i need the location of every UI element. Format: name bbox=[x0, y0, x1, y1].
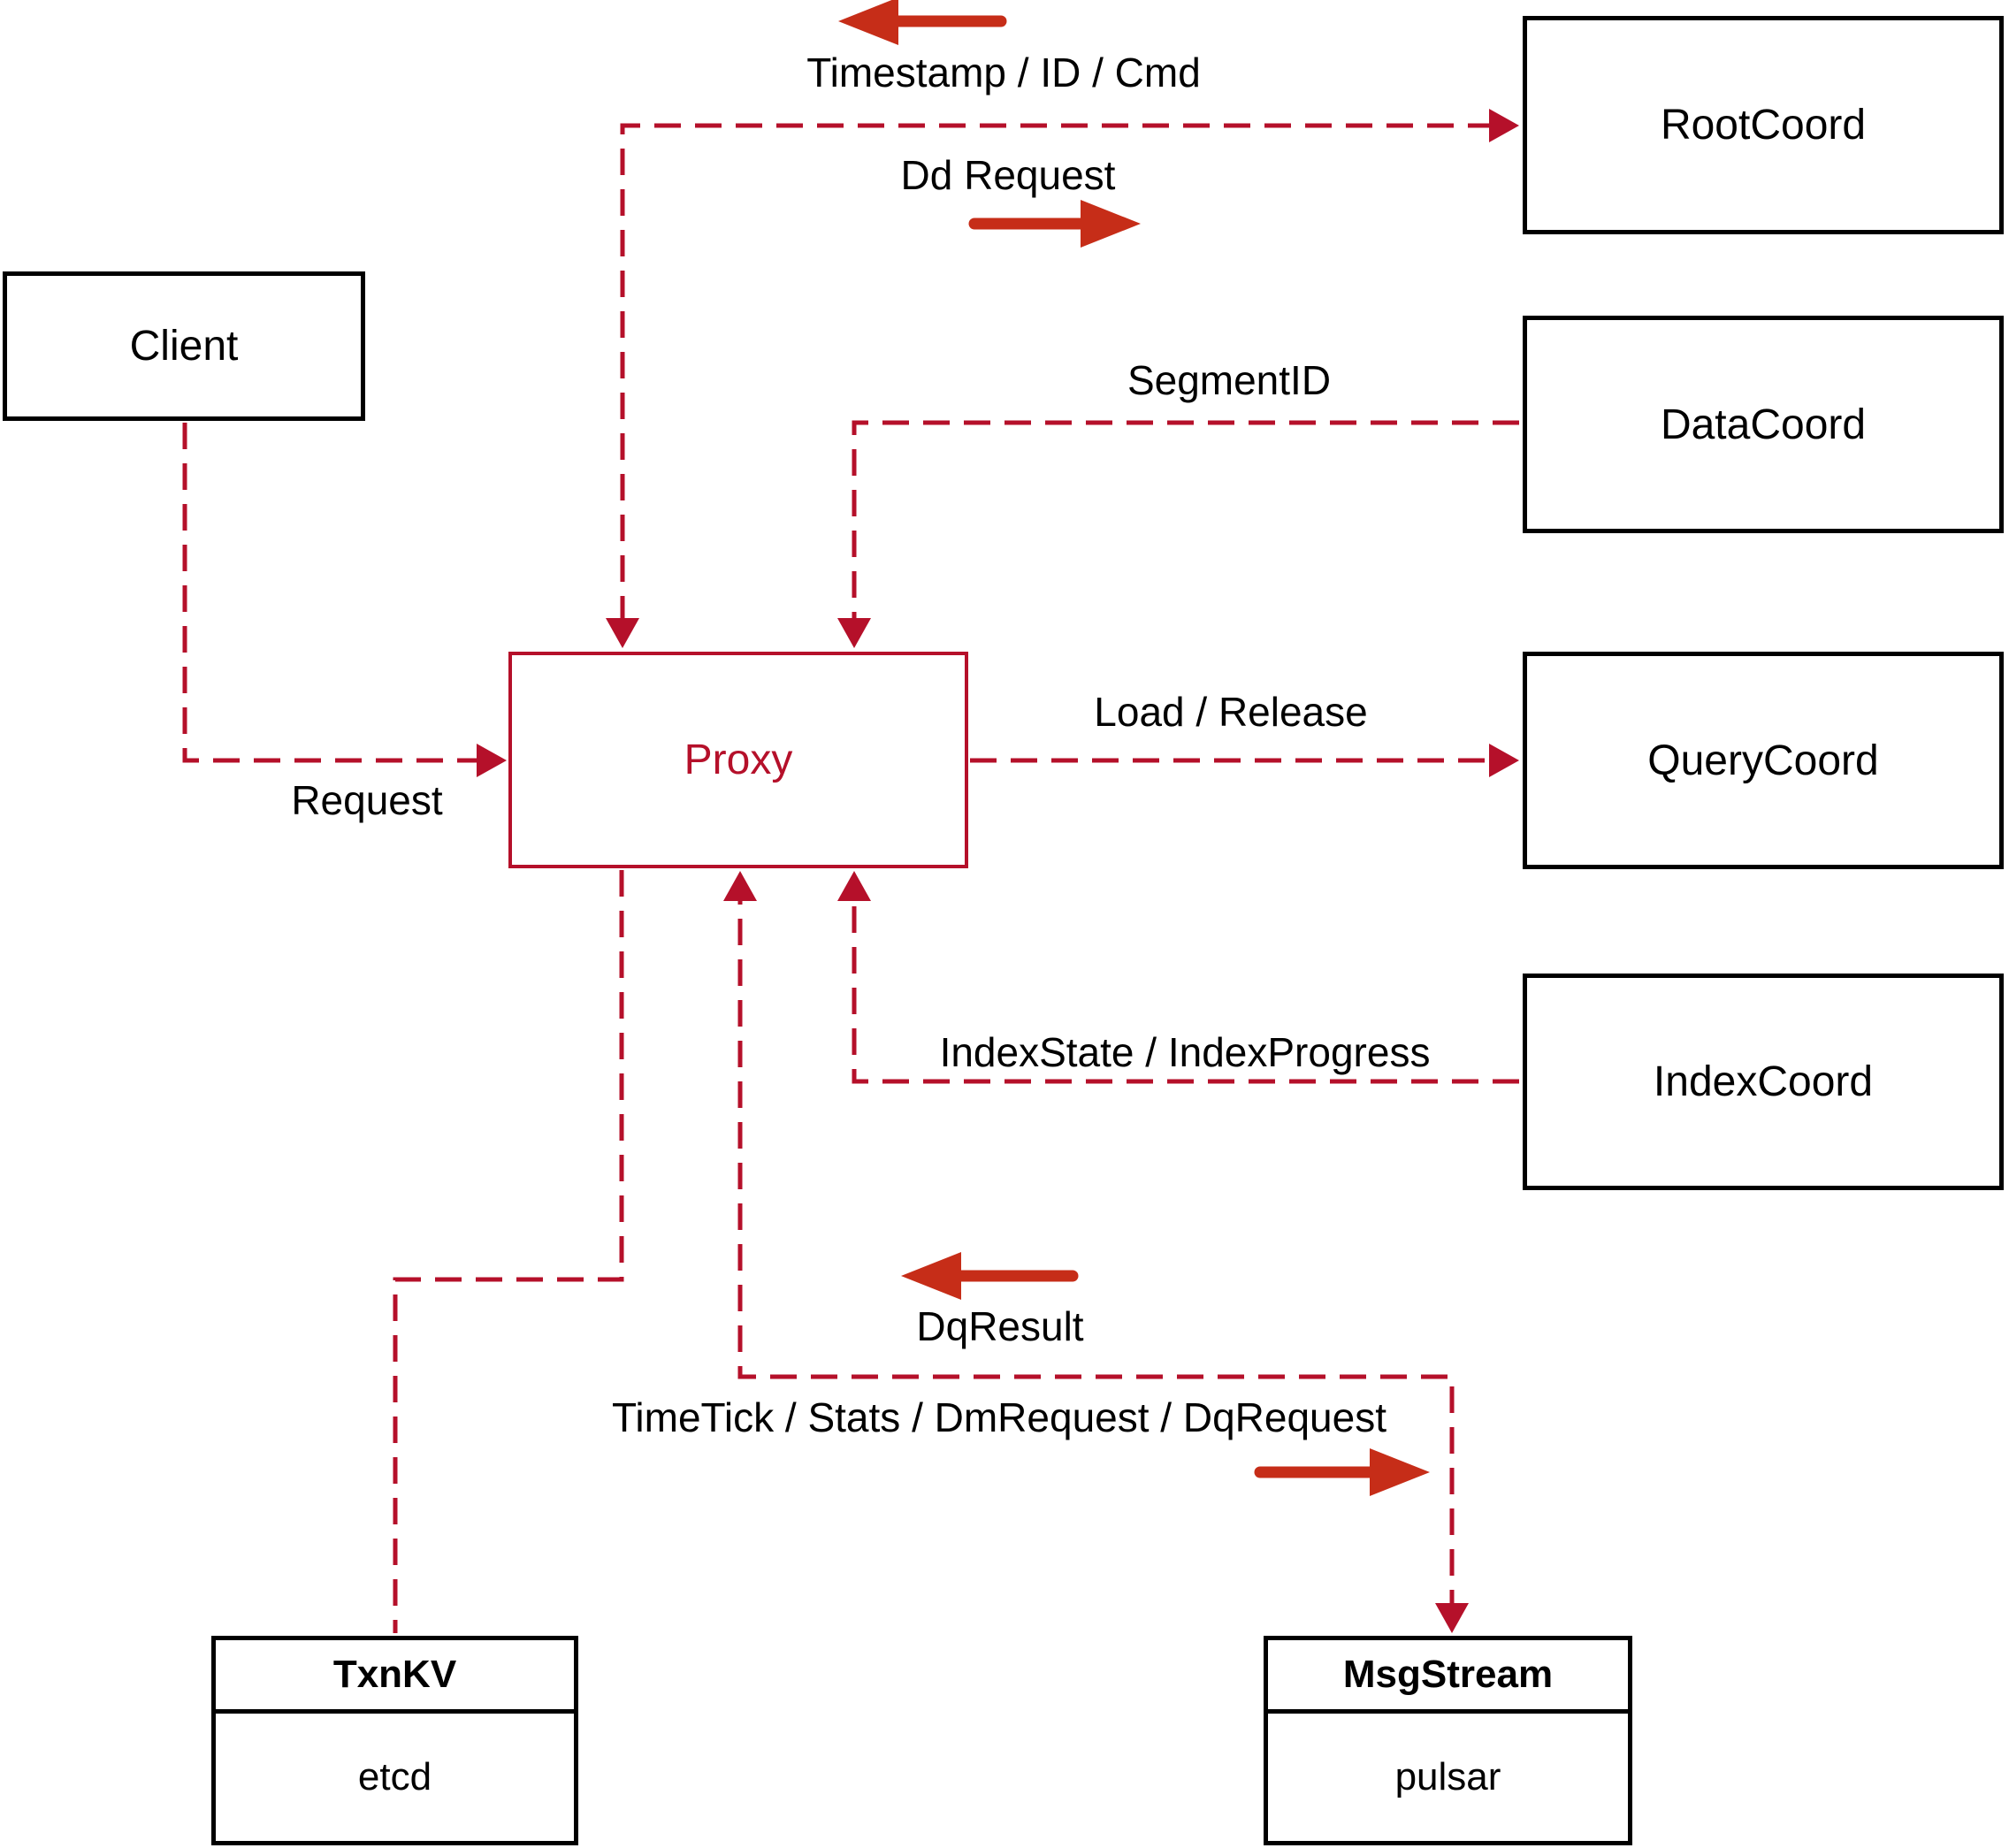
edge-proxy-rootcoord bbox=[620, 123, 1494, 641]
edge-datacoord-proxy bbox=[852, 420, 1519, 641]
arrowhead-into-proxy-top-right bbox=[837, 618, 871, 648]
label-dq-result: DqResult bbox=[916, 1303, 1084, 1349]
node-msgstream-title: MsgStream bbox=[1268, 1640, 1628, 1714]
node-rootcoord: RootCoord bbox=[1523, 16, 2004, 234]
label-dd-request: Dd Request bbox=[900, 152, 1116, 198]
node-proxy-label: Proxy bbox=[684, 737, 793, 783]
label-request: Request bbox=[291, 777, 443, 823]
node-proxy: Proxy bbox=[508, 652, 968, 868]
label-index-state-progress: IndexState / IndexProgress bbox=[939, 1029, 1431, 1075]
label-segment-id: SegmentID bbox=[1127, 357, 1332, 403]
timetick-direction-arrow-icon bbox=[1254, 1448, 1430, 1496]
node-rootcoord-label: RootCoord bbox=[1660, 102, 1867, 149]
node-indexcoord: IndexCoord bbox=[1523, 974, 2004, 1190]
arrowhead-into-querycoord bbox=[1489, 744, 1519, 777]
dq-result-direction-arrow-icon bbox=[901, 1252, 1079, 1300]
edge-proxy-txnkv bbox=[393, 870, 624, 1633]
timestamp-direction-arrow-icon bbox=[838, 0, 1007, 45]
arrowhead-into-proxy-left bbox=[477, 744, 507, 777]
arrowhead-into-proxy-bottom-left bbox=[723, 871, 757, 901]
arrowhead-into-msgstream bbox=[1435, 1603, 1469, 1633]
label-timestamp-id-cmd: Timestamp / ID / Cmd bbox=[806, 50, 1201, 95]
node-msgstream: MsgStream pulsar bbox=[1264, 1636, 1632, 1845]
node-client-label: Client bbox=[129, 323, 239, 370]
arrowhead-into-proxy-top-left bbox=[606, 618, 639, 648]
node-txnkv-title: TxnKV bbox=[216, 1640, 574, 1714]
arrowhead-into-proxy-bottom-right bbox=[837, 871, 871, 901]
node-indexcoord-label: IndexCoord bbox=[1653, 1058, 1874, 1105]
label-timetick-stats: TimeTick / Stats / DmRequest / DqRequest bbox=[612, 1394, 1386, 1440]
node-datacoord-label: DataCoord bbox=[1660, 401, 1867, 448]
edge-indexcoord-proxy bbox=[852, 878, 1519, 1084]
edge-client-proxy bbox=[182, 423, 480, 763]
node-client: Client bbox=[3, 271, 365, 421]
arrowhead-into-rootcoord bbox=[1489, 109, 1519, 142]
node-querycoord-label: QueryCoord bbox=[1647, 737, 1879, 784]
label-load-release: Load / Release bbox=[1094, 689, 1368, 735]
node-msgstream-body: pulsar bbox=[1394, 1755, 1501, 1798]
edge-proxy-msgstream bbox=[737, 878, 1455, 1607]
node-txnkv: TxnKV etcd bbox=[211, 1636, 578, 1845]
dd-request-direction-arrow-icon bbox=[968, 200, 1141, 248]
node-querycoord: QueryCoord bbox=[1523, 652, 2004, 869]
node-datacoord: DataCoord bbox=[1523, 316, 2004, 533]
node-txnkv-body: etcd bbox=[357, 1755, 432, 1798]
